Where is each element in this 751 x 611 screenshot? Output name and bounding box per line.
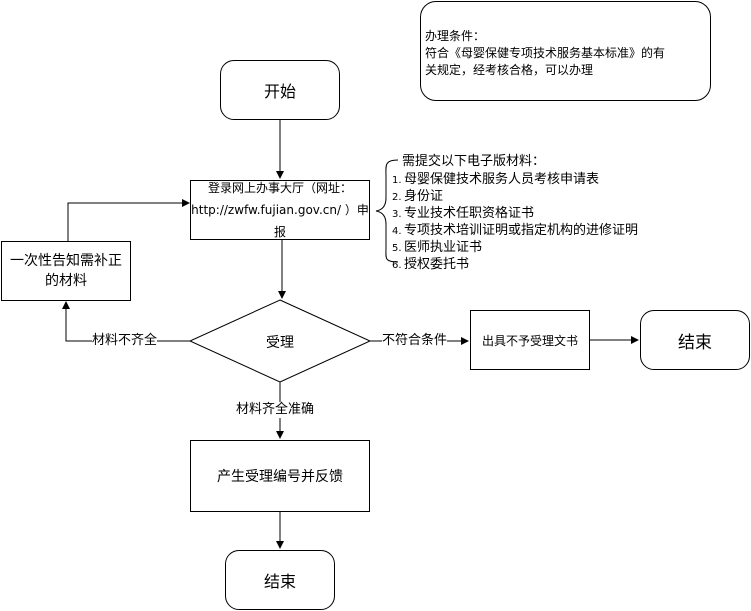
end-bottom-label: 结束 (263, 572, 296, 591)
edge-label-complete: 材料齐全准确 (236, 402, 315, 418)
supplement-notice-node: 一次性告知需补正 的材料 (1, 241, 131, 301)
supplement-notice-line-1: 一次性告知需补正 (10, 253, 122, 269)
feedback-node: 产生受理编号并反馈 (190, 440, 370, 512)
materials-item: 2.身份证 (392, 189, 444, 204)
rejection-document-label: 出具不予受理文书 (481, 333, 578, 348)
materials-item: 6.授权委托书 (392, 257, 470, 272)
rejection-document-node: 出具不予受理文书 (470, 310, 590, 370)
materials-title: 需提交以下电子版材料： (402, 154, 546, 169)
materials-item: 4.专项技术培训证明或指定机构的进修证明 (392, 223, 639, 238)
online-apply-line-1: 登录网上办事大厅（网址： (207, 181, 352, 195)
end-node-right: 结束 (640, 310, 750, 370)
conditions-note: 办理条件： 符合《母婴保健专项技术服务基本标准》的有 关规定，经考核合格，可以办… (420, 1, 711, 101)
materials-item: 5.医师执业证书 (392, 240, 483, 255)
conditions-line-2: 关规定，经考核合格，可以办理 (425, 63, 594, 77)
online-apply-line-2: http://zwfw.fujian.gov.cn/ ）申报 (191, 203, 369, 239)
accept-decision-diamond (188, 299, 372, 383)
edge-label-incomplete: 材料不齐全 (92, 333, 158, 349)
conditions-title: 办理条件： (425, 29, 486, 43)
materials-brace (375, 159, 399, 263)
conditions-line-1: 符合《母婴保健专项技术服务基本标准》的有 (425, 46, 666, 60)
supplement-notice-line-2: 的材料 (45, 273, 87, 289)
start-label: 开始 (263, 82, 296, 101)
materials-list: 需提交以下电子版材料： 1.母婴保健技术服务人员考核申请表 2.身份证 3.专业… (392, 154, 638, 274)
edge-label-not-eligible: 不符合条件 (382, 333, 448, 349)
feedback-label: 产生受理编号并反馈 (217, 469, 343, 485)
materials-item: 1.母婴保健技术服务人员考核申请表 (392, 172, 600, 187)
end-node-bottom: 结束 (225, 550, 335, 610)
arrow-notify-to-apply (67, 199, 190, 242)
materials-item: 3.专业技术任职资格证书 (392, 206, 535, 221)
end-right-label: 结束 (678, 332, 712, 353)
start-node: 开始 (220, 60, 340, 120)
accept-label: 受理 (266, 335, 294, 351)
online-apply-node: 登录网上办事大厅（网址： http://zwfw.fujian.gov.cn/ … (190, 180, 370, 240)
